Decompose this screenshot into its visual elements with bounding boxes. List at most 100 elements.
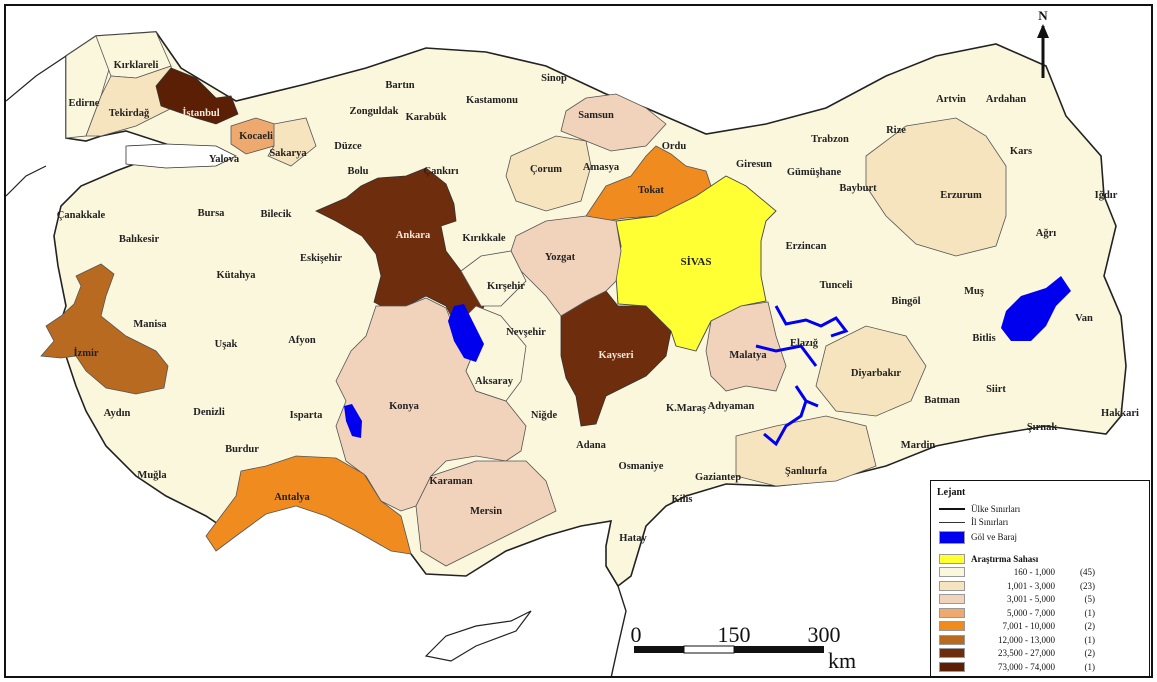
legend-class-range: 12,000 - 13,000	[998, 634, 1055, 645]
label-elazig: Elazığ	[790, 338, 819, 349]
label-sakarya: Sakarya	[269, 148, 307, 159]
legend-class-count: (1)	[1084, 607, 1096, 618]
label-mersin: Mersin	[470, 506, 502, 517]
province-sakarya	[267, 117, 317, 167]
province-labels: Kırklareli Edirne Tekirdağ İstanbul Koca…	[57, 60, 1139, 544]
label-istanbul: İstanbul	[182, 107, 219, 119]
label-tokat: Tokat	[638, 185, 664, 196]
label-sirnak: Şırnak	[1027, 422, 1058, 433]
label-ankara: Ankara	[396, 230, 431, 241]
legend-class-label: 23,500 - 27,000(2)	[971, 648, 1095, 658]
legend-class-label: 1,001 - 3,000(23)	[971, 581, 1095, 591]
label-erzincan: Erzincan	[786, 241, 827, 252]
province-sivas	[615, 175, 777, 352]
province-corum	[505, 135, 592, 212]
label-antalya: Antalya	[274, 492, 310, 503]
label-isparta: Isparta	[290, 410, 323, 421]
label-zonguldak: Zonguldak	[349, 106, 398, 117]
legend-lake-label: Göl ve Baraj	[971, 532, 1017, 542]
legend-class-count: (23)	[1080, 580, 1095, 591]
legend-class-row: 12,000 - 13,000(1)	[939, 634, 1095, 646]
label-balikesir: Balıkesir	[119, 234, 160, 245]
label-nevsehir: Nevşehir	[506, 327, 546, 338]
scale-bar: 0 150 300 km	[631, 622, 857, 673]
greece-coast	[6, 55, 67, 197]
label-kutahya: Kütahya	[216, 270, 256, 281]
legend-class-swatch	[939, 594, 965, 604]
scale-seg-2	[683, 645, 735, 654]
label-rize: Rize	[886, 125, 906, 136]
label-kmaras: K.Maraş	[666, 403, 706, 414]
legend-row-country-border: Ülke Sınırları	[939, 503, 1020, 515]
legend-class-range: 160 - 1,000	[1013, 567, 1055, 577]
legend-title: Lejant	[937, 487, 966, 498]
legend-class-count: (2)	[1084, 621, 1096, 631]
marmara-sea	[125, 143, 237, 169]
label-adana: Adana	[576, 440, 607, 451]
label-yozgat: Yozgat	[545, 252, 576, 263]
legend-class-row: 1,001 - 3,000(23)	[939, 580, 1095, 592]
label-konya: Konya	[389, 401, 420, 412]
map-frame: Kırklareli Edirne Tekirdağ İstanbul Koca…	[4, 4, 1153, 678]
label-mugla: Muğla	[137, 470, 167, 481]
label-van: Van	[1075, 313, 1093, 324]
label-igdir: Iğdır	[1095, 190, 1118, 201]
legend-class-range: 73,000 - 74,000	[998, 661, 1055, 672]
label-kars: Kars	[1010, 146, 1032, 157]
legend-class-row: 3,001 - 5,000(5)	[939, 593, 1095, 605]
label-sivas: SİVAS	[681, 256, 712, 268]
label-ardahan: Ardahan	[986, 94, 1026, 105]
province-malatya	[705, 301, 787, 392]
legend-province-border-label: İl Sınırları	[971, 517, 1009, 527]
label-kayseri: Kayseri	[599, 350, 634, 361]
scale-unit: km	[828, 648, 856, 673]
legend-row-lake: Göl ve Baraj	[939, 530, 1017, 544]
label-cankiri: Çankırı	[423, 166, 458, 177]
label-eskisehir: Eskişehir	[300, 253, 342, 264]
scale-tick-0: 0	[631, 622, 642, 647]
legend-country-border-label: Ülke Sınırları	[971, 504, 1021, 514]
label-osmaniye: Osmaniye	[619, 461, 664, 472]
legend-class-range: 23,500 - 27,000	[998, 648, 1055, 658]
label-manisa: Manisa	[133, 319, 167, 330]
province-samsun	[560, 93, 667, 152]
label-agri: Ağrı	[1036, 228, 1056, 239]
label-bingol: Bingöl	[891, 296, 920, 307]
legend-class-label: 5,000 - 7,000(1)	[971, 608, 1095, 618]
legend-class-label: 12,000 - 13,000(1)	[971, 635, 1095, 645]
legend-class-row: 5,000 - 7,000(1)	[939, 607, 1095, 619]
label-karabuk: Karabük	[406, 112, 447, 123]
label-bilecik: Bilecik	[261, 209, 292, 220]
province-kayseri	[560, 290, 672, 427]
province-tokat	[585, 145, 712, 222]
legend-class-swatch	[939, 661, 965, 672]
label-siirt: Siirt	[986, 384, 1006, 395]
legend-class-swatch	[939, 634, 965, 645]
label-diyarbakir: Diyarbakır	[851, 368, 902, 379]
legend-class-range: 3,001 - 5,000	[1007, 594, 1055, 604]
legend-row-study-area: Araştırma Sahası	[939, 553, 1038, 565]
lake-tuz	[448, 304, 484, 362]
legend-row-province-border: İl Sınırları	[939, 516, 1008, 528]
label-tunceli: Tunceli	[820, 280, 853, 291]
legend-class-label: 7,001 - 10,000(2)	[971, 621, 1096, 631]
legend-class-swatch	[939, 607, 965, 618]
legend-class-row: 160 - 1,000(45)	[939, 566, 1095, 578]
label-giresun: Giresun	[736, 159, 772, 170]
legend-class-swatch	[939, 580, 965, 591]
label-hatay: Hatay	[619, 533, 647, 544]
scale-tick-150: 150	[718, 622, 751, 647]
province-antalya	[205, 455, 412, 555]
legend-class-swatch	[939, 648, 965, 658]
turkey-map: Kırklareli Edirne Tekirdağ İstanbul Koca…	[6, 8, 1139, 676]
label-samsun: Samsun	[578, 110, 614, 121]
province-border-line-icon	[939, 521, 965, 523]
label-aksaray: Aksaray	[475, 376, 514, 387]
label-bitlis: Bitlis	[972, 333, 995, 344]
label-kirikkale: Kırıkkale	[462, 233, 506, 244]
label-gaziantep: Gaziantep	[695, 472, 741, 483]
label-amasya: Amasya	[583, 162, 620, 173]
scale-seg-3	[734, 646, 824, 653]
label-kocaeli: Kocaeli	[239, 131, 273, 142]
label-bolu: Bolu	[347, 166, 368, 177]
